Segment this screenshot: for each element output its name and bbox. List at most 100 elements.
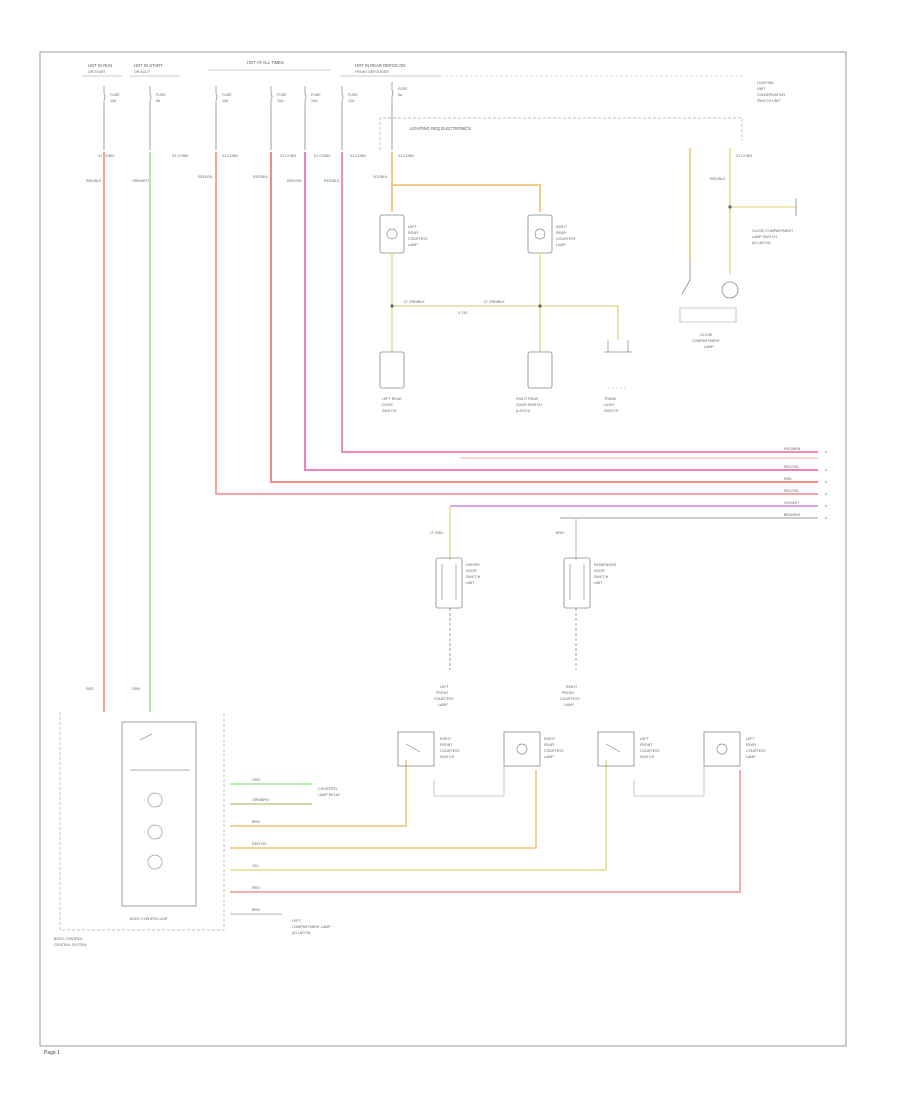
svg-text:RIGHT: RIGHT [440, 737, 452, 741]
splice-label: S 215 [458, 311, 467, 315]
svg-text:BRN: BRN [252, 908, 260, 912]
svg-text:DRIVER: DRIVER [466, 563, 480, 567]
svg-text:RED/YEL: RED/YEL [198, 175, 213, 179]
svg-text:FRONT: FRONT [562, 691, 575, 695]
bus-terminals [825, 451, 827, 519]
left-rear-lamp-label: LEFT REAR COURTESY LAMP [408, 225, 429, 247]
passenger-door-switch-label: PASSENGER DOOR SWITCH UNIT [594, 563, 617, 585]
svg-text:COMPARTMENT LAMP: COMPARTMENT LAMP [292, 925, 331, 929]
fuse-6 [341, 86, 344, 106]
driver-door-switch-label: DRIVER DOOR SWITCH UNIT [466, 563, 481, 585]
svg-text:GRN: GRN [252, 778, 260, 782]
glove-switch-label: GLOVE COMPARTMENT LAMP SWITCH (IN LATCH) [752, 229, 794, 245]
svg-text:GRN/BRN: GRN/BRN [252, 798, 269, 802]
svg-text:LT GRN/BLK: LT GRN/BLK [484, 300, 505, 304]
trunk-switch-label: TRUNK LIGHT SWITCH [604, 397, 619, 413]
svg-text:X1 CONN: X1 CONN [350, 154, 366, 158]
lighting-box-label: LIGHTING REQ ELECTRONICS [410, 126, 471, 131]
svg-text:(LATCH): (LATCH) [516, 409, 530, 413]
svg-text:SWITCH UNIT: SWITCH UNIT [757, 99, 781, 103]
hot-start-label: HOT IN START [134, 63, 163, 68]
svg-text:LAMP: LAMP [564, 703, 574, 707]
svg-text:PASSENGER: PASSENGER [594, 563, 617, 567]
left-front-courtesy-switch [597, 731, 635, 767]
svg-text:RED/BLK: RED/BLK [253, 175, 269, 179]
trunk-connector [604, 340, 632, 353]
svg-text:X1 CONN: X1 CONN [98, 154, 114, 158]
svg-text:YEL: YEL [252, 864, 259, 868]
svg-text:LIGHT: LIGHT [604, 403, 615, 407]
left-rear-switch-label: LEFT REAR DOOR SWITCH [382, 397, 402, 413]
svg-text:RED/YEL: RED/YEL [784, 465, 799, 469]
fuse-2 [149, 86, 152, 106]
wire-magenta-col5 [304, 152, 818, 471]
svg-text:RED/BLK: RED/BLK [324, 179, 340, 183]
svg-text:GLOVE COMPARTMENT: GLOVE COMPARTMENT [752, 229, 794, 233]
svg-text:COURTESY: COURTESY [556, 237, 577, 241]
page-number: Page 1 [44, 1050, 60, 1056]
left-rear-courtesy-lamp-lower [703, 731, 741, 767]
svg-text:COURTESY: COURTESY [318, 787, 339, 791]
svg-text:LAMP: LAMP [544, 755, 554, 759]
fuse-4 [270, 86, 273, 106]
svg-text:CONSERVATION: CONSERVATION [757, 93, 786, 97]
svg-text:(IN LATCH): (IN LATCH) [292, 931, 311, 935]
svg-text:10A: 10A [277, 99, 284, 103]
svg-text:DOOR: DOOR [466, 569, 477, 573]
connector-row: X1 CONN X1 CONN X1 CONN X1 CONN X1 CONN … [98, 154, 752, 158]
svg-text:BRN/WHT: BRN/WHT [784, 513, 802, 517]
svg-text:DOOR: DOOR [382, 403, 393, 407]
svg-text:SWITCH: SWITCH [594, 575, 609, 579]
svg-text:YEL/BLK: YEL/BLK [373, 175, 388, 179]
hot-run-label: HOT IN RUN [88, 63, 112, 68]
right-front-courtesy-switch [397, 731, 435, 767]
svg-text:LT GRN/BLK: LT GRN/BLK [404, 300, 425, 304]
lighting-unit-label: LIGHTING UNIT CONSERVATION SWITCH UNIT [757, 81, 786, 103]
svg-text:5A: 5A [156, 99, 161, 103]
right-rear-courtesy-lamp [527, 214, 553, 254]
svg-text:LAMP: LAMP [704, 345, 714, 349]
svg-text:BODY CONTROL: BODY CONTROL [54, 937, 83, 941]
svg-text:RED/BLK: RED/BLK [710, 177, 726, 181]
left-front-courtesy-label: LEFT FRONT COURTESY LAMP [434, 685, 455, 707]
svg-text:10A: 10A [348, 99, 355, 103]
fuse-5 [304, 86, 307, 106]
svg-text:10A: 10A [222, 99, 229, 103]
right-rear-courtesy-lamp-lower [503, 731, 541, 767]
svg-text:LIGHTING: LIGHTING [757, 81, 774, 85]
svg-text:X1 CONN: X1 CONN [398, 154, 414, 158]
bus-labels: RED/BRN RED/YEL RED RED/YEL VIO/WHT BRN/… [784, 447, 802, 517]
svg-text:CENTRAL SYSTEM: CENTRAL SYSTEM [54, 943, 86, 947]
svg-text:UNIT: UNIT [466, 581, 475, 585]
svg-text:LAMP: LAMP [408, 243, 418, 247]
svg-text:SWITCH: SWITCH [440, 755, 455, 759]
svg-text:FUSE: FUSE [277, 93, 287, 97]
svg-text:(IN LATCH): (IN LATCH) [752, 241, 771, 245]
svg-text:LAMP: LAMP [556, 243, 566, 247]
svg-text:COURTESY: COURTESY [434, 697, 455, 701]
svg-text:REAR: REAR [746, 743, 756, 747]
svg-text:REAR: REAR [556, 231, 566, 235]
svg-text:X1 CONN: X1 CONN [172, 154, 188, 158]
lighting-electronics-box [379, 117, 743, 150]
svg-text:SWITCH: SWITCH [466, 575, 481, 579]
splice-left [390, 304, 394, 308]
svg-text:SWITCH: SWITCH [382, 409, 397, 413]
svg-text:RIGHT REAR: RIGHT REAR [516, 397, 539, 401]
svg-text:BRN: BRN [252, 820, 260, 824]
wire-pink-col6 [341, 152, 818, 453]
svg-text:SWITCH: SWITCH [604, 409, 619, 413]
svg-text:UNIT: UNIT [594, 581, 603, 585]
svg-text:RED/YEL: RED/YEL [784, 489, 799, 493]
ground-label: LEFT COMPARTMENT LAMP (IN LATCH) [292, 919, 331, 935]
svg-text:LAMP RELAY: LAMP RELAY [318, 793, 341, 797]
svg-text:LEFT: LEFT [440, 685, 450, 689]
svg-text:DOOR: DOOR [594, 569, 605, 573]
svg-text:LT GRN: LT GRN [430, 531, 443, 535]
svg-text:COMPARTMENT: COMPARTMENT [692, 339, 721, 343]
svg-text:X1 CONN: X1 CONN [280, 154, 296, 158]
glove-lamp-switch [681, 262, 691, 295]
svg-text:FRONT: FRONT [440, 743, 453, 747]
left-rear-courtesy-lamp [379, 214, 405, 254]
svg-text:10A: 10A [311, 99, 318, 103]
